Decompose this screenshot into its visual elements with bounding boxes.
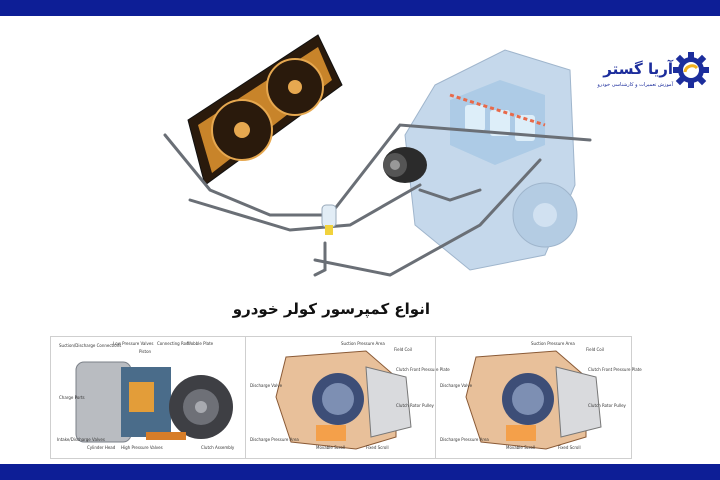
label-discharge-valve: Discharge Valve xyxy=(250,383,283,388)
label-low-pressure: Low Pressure Valves xyxy=(113,341,154,346)
ac-system-illustration xyxy=(163,34,592,277)
condenser-fan-assembly xyxy=(187,34,343,186)
label-clutch-front: Clutch Front Pressure Plate xyxy=(396,367,450,372)
label-connecting-rod: Connecting Rod xyxy=(157,341,189,346)
label-intake-discharge: Intake/Discharge Valves xyxy=(57,437,105,442)
receiver-drier xyxy=(321,204,337,235)
label-wobble-plate: Wobble Plate xyxy=(187,341,214,346)
scroll-compressor-illustration-2 xyxy=(465,350,602,450)
top-brand-bar xyxy=(0,0,720,16)
label-field-coil: Field Coil xyxy=(394,347,412,352)
label-movable-scroll: Movable Scroll xyxy=(316,445,346,450)
label-discharge-pressure: Discharge Pressure Area xyxy=(440,437,489,442)
bottom-brand-bar xyxy=(0,464,720,480)
label-clutch-front: Clutch Front Pressure Plate xyxy=(588,367,642,372)
label-suction-discharge: Suction/Discharge Connections xyxy=(59,343,122,348)
label-field-coil: Field Coil xyxy=(586,347,604,352)
label-clutch: Clutch Assembly xyxy=(201,445,235,450)
refrigerant-lines xyxy=(163,123,592,277)
label-cylinder-head: Cylinder Head xyxy=(87,445,116,450)
label-clutch-rotor: Clutch Rotor Pulley xyxy=(588,403,626,408)
label-clutch-rotor: Clutch Rotor Pulley xyxy=(396,403,434,408)
label-suction-pressure: Suction Pressure Area xyxy=(531,341,575,346)
label-fixed-scroll: Fixed Scroll xyxy=(366,445,389,450)
brand-logo: آریا گستر آموزش تعمیرات و کارشناسی خودرو xyxy=(585,38,710,108)
label-discharge-pressure: Discharge Pressure Area xyxy=(250,437,299,442)
piston-compressor-illustration xyxy=(75,361,233,443)
compressor-diagrams: Suction/Discharge Connections Low Pressu… xyxy=(50,336,642,459)
compressor-unit xyxy=(383,147,427,183)
scroll-compressor-diagram-2: Suction Pressure Area Field Coil Dischar… xyxy=(435,337,642,458)
gear-logo-icon xyxy=(673,52,709,88)
engine-block xyxy=(404,49,578,271)
brand-tagline: آموزش تعمیرات و کارشناسی خودرو xyxy=(597,82,673,88)
label-suction-pressure: Suction Pressure Area xyxy=(341,341,385,346)
label-piston: Piston xyxy=(139,349,152,354)
label-movable-scroll: Movable Scroll xyxy=(506,445,536,450)
label-fixed-scroll: Fixed Scroll xyxy=(558,445,581,450)
label-high-pressure: High Pressure Valves xyxy=(121,445,163,450)
page-caption: انواع کمپرسور کولر خودرو xyxy=(232,300,430,318)
label-charge-ports: Charge Ports xyxy=(59,395,85,400)
scroll-compressor-illustration-1 xyxy=(275,350,412,450)
brand-name: آریا گستر xyxy=(603,60,673,78)
label-discharge-valve: Discharge Valve xyxy=(440,383,473,388)
scroll-compressor-diagram-1: Suction Pressure Area Field Coil Dischar… xyxy=(245,337,450,458)
piston-compressor-diagram: Suction/Discharge Connections Low Pressu… xyxy=(51,337,245,458)
